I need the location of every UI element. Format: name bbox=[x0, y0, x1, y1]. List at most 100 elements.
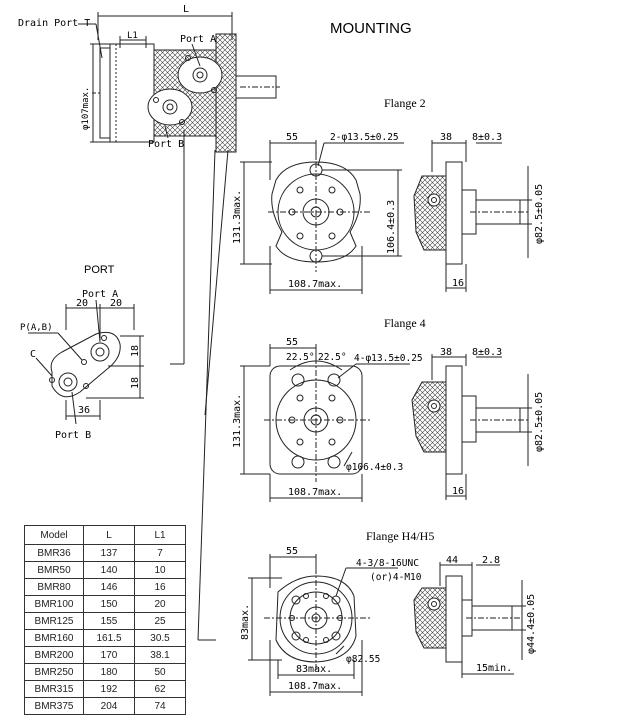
cell-l1: 7 bbox=[134, 544, 186, 562]
cell-model: BMR36 bbox=[24, 544, 84, 562]
cell-l1: 50 bbox=[134, 663, 186, 681]
flange2-dim-55: 55 bbox=[286, 132, 298, 143]
cell-l: 150 bbox=[83, 595, 135, 613]
cell-l: 155 bbox=[83, 612, 135, 630]
port-b-label: Port B bbox=[55, 430, 91, 441]
flange2-holes: 2-φ13.5±0.25 bbox=[330, 132, 399, 143]
flangeH-side-view bbox=[413, 562, 526, 678]
flangeH-dim-55: 55 bbox=[286, 546, 298, 557]
flange4-dim-38: 38 bbox=[440, 347, 452, 358]
header-l: L bbox=[83, 525, 135, 545]
port-a-label: Port A bbox=[82, 289, 118, 300]
cell-l1: 30.5 bbox=[134, 629, 186, 647]
cell-l: 140 bbox=[83, 561, 135, 579]
flangeH-dim-15: 15min. bbox=[476, 663, 512, 674]
flange2-dim-38: 38 bbox=[440, 132, 452, 143]
flangeH-pilot: φ44.4±0.05 bbox=[526, 594, 537, 654]
flange4-side-view bbox=[411, 354, 532, 500]
port-dim-20b: 20 bbox=[110, 298, 122, 309]
flange4-angle2: 22.5° bbox=[318, 352, 347, 363]
motor-side-view bbox=[78, 12, 280, 641]
flange4-width: 108.7max. bbox=[288, 487, 342, 498]
port-dim-18b: 18 bbox=[130, 377, 141, 389]
flange2-pilot: φ82.5±0.05 bbox=[534, 184, 545, 244]
flangeH-dim-83: 83max. bbox=[296, 664, 332, 675]
cell-model: BMR160 bbox=[24, 629, 84, 647]
flangeH-pcd: φ82.55 bbox=[346, 654, 380, 665]
top-port-b-label: Port B bbox=[148, 139, 184, 150]
cell-model: BMR125 bbox=[24, 612, 84, 630]
cell-model: BMR50 bbox=[24, 561, 84, 579]
flange2-side-view bbox=[413, 140, 532, 292]
top-port-a-label: Port A bbox=[180, 34, 216, 45]
port-dim-20a: 20 bbox=[76, 298, 88, 309]
cell-l1: 16 bbox=[134, 578, 186, 596]
cell-l1: 74 bbox=[134, 697, 186, 715]
cell-l1: 10 bbox=[134, 561, 186, 579]
flangeH-height: 83max. bbox=[240, 604, 251, 640]
flangeH-dim-28: 2.8 bbox=[482, 555, 500, 566]
p-label: P(A,B) bbox=[20, 323, 53, 333]
flangeH-thread1: 4-3/8-16UNC bbox=[356, 558, 419, 569]
cell-l: 170 bbox=[83, 646, 135, 664]
drain-port-label: Drain Port T bbox=[18, 18, 90, 29]
flange4-angle1: 22.5° bbox=[286, 352, 315, 363]
header-model: Model bbox=[24, 525, 84, 545]
cell-l1: 25 bbox=[134, 612, 186, 630]
flangeH-width: 108.7max. bbox=[288, 681, 342, 692]
cell-l1: 38.1 bbox=[134, 646, 186, 664]
flange4-holes: 4-φ13.5±0.25 bbox=[354, 353, 423, 364]
flange4-pcd: φ106.4±0.3 bbox=[346, 462, 403, 473]
cell-l1: 62 bbox=[134, 680, 186, 698]
flange2-title: Flange 2 bbox=[384, 96, 426, 110]
spec-table-header-row: Model L L1 bbox=[24, 525, 186, 545]
flange4-dim-16: 16 bbox=[452, 486, 464, 497]
flange4-front-view bbox=[240, 344, 410, 502]
port-title: PORT bbox=[84, 264, 115, 276]
flangeH-front-view bbox=[248, 554, 398, 696]
cell-l: 192 bbox=[83, 680, 135, 698]
flange2-front-view bbox=[240, 140, 404, 294]
cell-l: 204 bbox=[83, 697, 135, 715]
cell-model: BMR200 bbox=[24, 646, 84, 664]
port-dim-36: 36 bbox=[78, 405, 90, 416]
header-l1: L1 bbox=[134, 525, 186, 545]
page-title: MOUNTING bbox=[330, 20, 412, 37]
length-label: L bbox=[183, 4, 189, 15]
port-dim-18a: 18 bbox=[130, 345, 141, 357]
flange2-width: 108.7max. bbox=[288, 279, 342, 290]
cell-model: BMR250 bbox=[24, 663, 84, 681]
cell-l: 146 bbox=[83, 578, 135, 596]
flangeH-thread2: (or)4-M10 bbox=[370, 572, 422, 583]
c-label: C bbox=[30, 349, 36, 360]
cell-l: 137 bbox=[83, 544, 135, 562]
flangeH-title: Flange H4/H5 bbox=[366, 529, 434, 543]
cell-model: BMR315 bbox=[24, 680, 84, 698]
port-view bbox=[28, 299, 144, 425]
flange2-height: 131.3max. bbox=[232, 190, 243, 244]
cell-l: 161.5 bbox=[83, 629, 135, 647]
diameter-label: φ107max. bbox=[81, 87, 91, 130]
flange2-pcd: 106.4±0.3 bbox=[386, 200, 397, 254]
flange4-height: 131.3max. bbox=[232, 394, 243, 448]
flangeH-dim-44: 44 bbox=[446, 555, 458, 566]
flange4-pilot: φ82.5±0.05 bbox=[534, 392, 545, 452]
cell-l1: 20 bbox=[134, 595, 186, 613]
cell-model: BMR80 bbox=[24, 578, 84, 596]
flange4-title: Flange 4 bbox=[384, 316, 426, 330]
length1-label: L1 bbox=[127, 31, 138, 41]
flange4-dim-8: 8±0.3 bbox=[472, 347, 502, 358]
